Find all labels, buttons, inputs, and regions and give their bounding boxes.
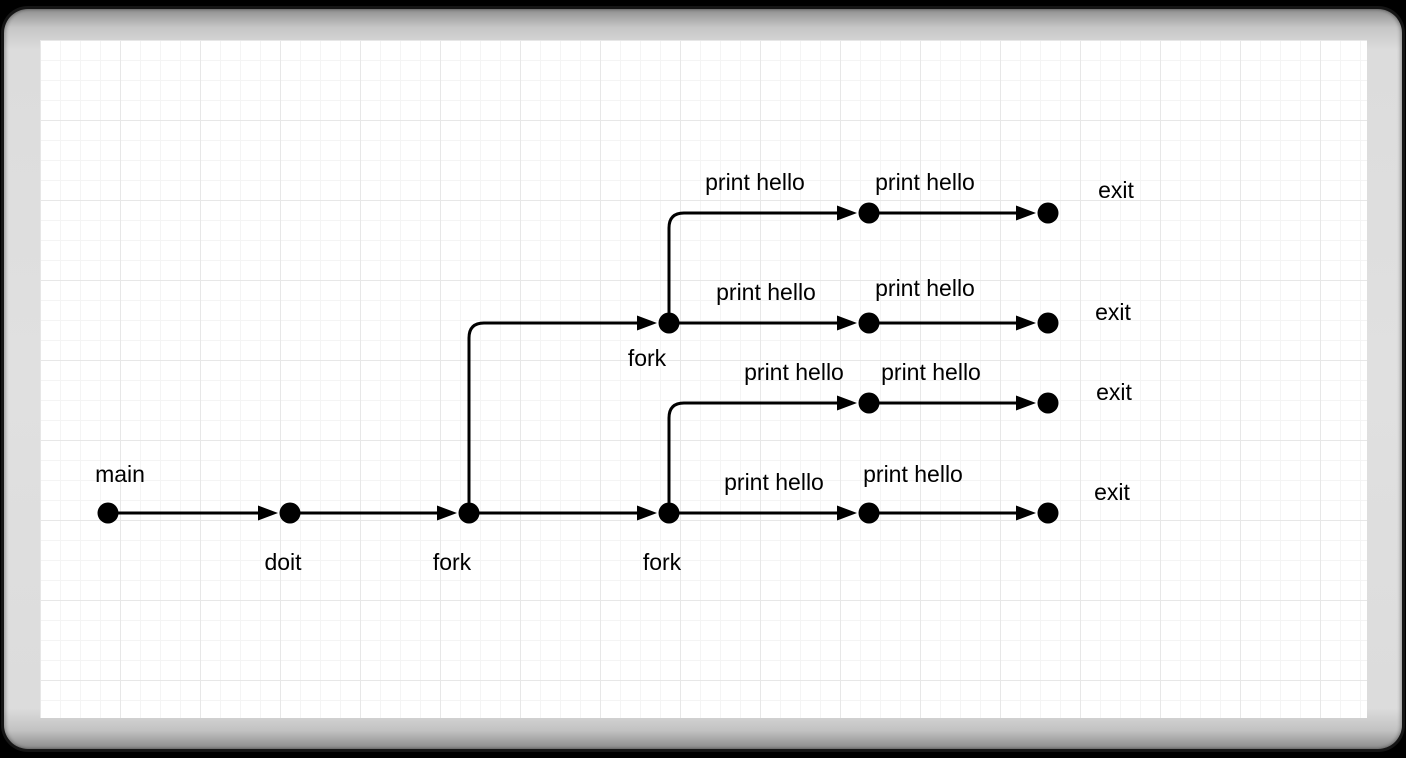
process-event-node[interactable]: [1037, 392, 1059, 414]
fork-branch-connector[interactable]: [667, 211, 843, 325]
diagram-label[interactable]: fork: [433, 549, 472, 575]
arrowhead-icon: [1016, 505, 1036, 521]
diagram-label[interactable]: fork: [628, 345, 667, 371]
diagram-label[interactable]: print hello: [875, 169, 975, 195]
arrowhead-icon: [437, 505, 457, 521]
process-event-node[interactable]: [858, 502, 880, 524]
arrowhead-icon: [637, 505, 657, 521]
process-event-node[interactable]: [658, 502, 680, 524]
arrowhead-icon: [837, 205, 857, 221]
arrowhead-icon: [258, 505, 278, 521]
diagram-label[interactable]: exit: [1096, 379, 1132, 405]
process-event-node[interactable]: [858, 202, 880, 224]
arrowhead-icon: [1016, 315, 1036, 331]
diagram-label[interactable]: exit: [1094, 479, 1130, 505]
process-event-node[interactable]: [1037, 312, 1059, 334]
diagram-label[interactable]: print hello: [875, 275, 975, 301]
diagram-label[interactable]: print hello: [724, 469, 824, 495]
diagram-label[interactable]: fork: [643, 549, 682, 575]
process-event-node[interactable]: [658, 312, 680, 334]
diagram-label[interactable]: print hello: [863, 461, 963, 487]
process-event-node[interactable]: [1037, 202, 1059, 224]
fork-branch-connector[interactable]: [467, 321, 643, 515]
process-event-node[interactable]: [279, 502, 301, 524]
diagram-label[interactable]: exit: [1095, 299, 1131, 325]
arrowhead-icon: [1016, 395, 1036, 411]
diagram-label[interactable]: exit: [1098, 177, 1134, 203]
arrowhead-icon: [837, 315, 857, 331]
arrowhead-icon: [837, 395, 857, 411]
process-event-node[interactable]: [858, 392, 880, 414]
fork-branch-connector[interactable]: [667, 401, 843, 515]
arrowhead-icon: [1016, 205, 1036, 221]
process-event-node[interactable]: [97, 502, 119, 524]
diagram-label[interactable]: doit: [264, 549, 302, 575]
diagram-label[interactable]: print hello: [744, 359, 844, 385]
diagram-label[interactable]: print hello: [881, 359, 981, 385]
arrowhead-icon: [837, 505, 857, 521]
process-event-node[interactable]: [858, 312, 880, 334]
arrowhead-icon: [637, 315, 657, 331]
diagram-label[interactable]: print hello: [705, 169, 805, 195]
diagram-label[interactable]: print hello: [716, 279, 816, 305]
diagram-label[interactable]: main: [95, 461, 145, 487]
whiteboard-canvas[interactable]: [40, 40, 1367, 718]
process-event-node[interactable]: [1037, 502, 1059, 524]
process-event-node[interactable]: [458, 502, 480, 524]
